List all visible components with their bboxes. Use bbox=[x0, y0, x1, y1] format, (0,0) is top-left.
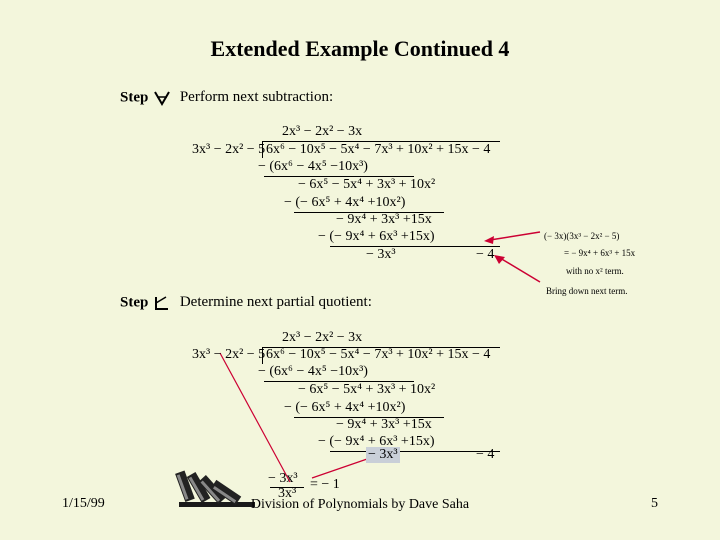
division-bracket-1 bbox=[262, 141, 263, 158]
step-a: Step Perform next subtraction: bbox=[120, 89, 333, 107]
sub-line-1d: − 9x⁴ + 3x³ +15x bbox=[336, 212, 432, 227]
footer-title: Division of Polynomials by Dave Saha bbox=[250, 497, 470, 512]
dominoes-logo-icon bbox=[175, 470, 255, 507]
step-marker-icon bbox=[154, 91, 170, 106]
dividend-2: 6x⁶ − 10x⁵ − 5x⁴ − 7x³ + 10x² + 15x − 4 bbox=[266, 347, 491, 362]
rule-2a bbox=[264, 381, 414, 382]
remainder-2a: − 3x³ bbox=[366, 447, 400, 463]
step-a-text: Perform next subtraction: bbox=[179, 89, 334, 106]
sub-line-1e: − (− 9x⁴ + 6x³ +15x) bbox=[318, 229, 435, 244]
rule-1b bbox=[294, 212, 444, 213]
rule-1a bbox=[264, 176, 414, 177]
rule-2c bbox=[330, 451, 500, 452]
sub-line-2d: − 9x⁴ + 3x³ +15x bbox=[336, 417, 432, 432]
step-marker-icon bbox=[155, 296, 169, 310]
sub-line-2a: − (6x⁶ − 4x⁵ −10x³) bbox=[258, 364, 368, 379]
rule-2b bbox=[294, 417, 444, 418]
footer-date: 1/15/99 bbox=[62, 496, 105, 511]
division-bar-2 bbox=[262, 347, 500, 348]
step-b: Step Determine next partial quotient: bbox=[120, 294, 372, 312]
step-a-label: Step bbox=[120, 89, 149, 106]
fraction-numerator: − 3x³ bbox=[268, 471, 298, 486]
page-number: 5 bbox=[651, 496, 658, 511]
slide-title: Extended Example Continued 4 bbox=[210, 36, 510, 61]
fraction-denominator: 3x³ bbox=[278, 486, 297, 501]
sub-line-1b: − 6x⁵ − 5x⁴ + 3x³ + 10x² bbox=[298, 177, 436, 192]
annotation-line-4: Bring down next term. bbox=[546, 286, 628, 296]
remainder-2b: − 4 bbox=[476, 447, 495, 462]
divisor-2: 3x³ − 2x² − 5 bbox=[192, 347, 266, 362]
annotation-line-2: = − 9x⁴ + 6x³ + 15x bbox=[564, 248, 636, 258]
divisor-1: 3x³ − 2x² − 5 bbox=[192, 142, 266, 157]
annotation-line-1: (− 3x)(3x³ − 2x² − 5) bbox=[544, 231, 620, 241]
dividend-1: 6x⁶ − 10x⁵ − 5x⁴ − 7x³ + 10x² + 15x − 4 bbox=[266, 142, 491, 157]
fraction-bar bbox=[270, 487, 304, 488]
remainder-1b: − 4 bbox=[476, 247, 495, 262]
sub-line-2c: − (− 6x⁵ + 4x⁴ +10x²) bbox=[284, 400, 406, 415]
sub-line-1c: − (− 6x⁵ + 4x⁴ +10x²) bbox=[284, 195, 406, 210]
step-b-text: Determine next partial quotient: bbox=[179, 294, 372, 311]
rule-1c bbox=[330, 246, 500, 247]
division-bar-1 bbox=[262, 141, 500, 142]
division-bracket-2 bbox=[262, 347, 263, 364]
remainder-1a: − 3x³ bbox=[366, 247, 396, 262]
sub-line-2b: − 6x⁵ − 5x⁴ + 3x³ + 10x² bbox=[298, 382, 436, 397]
quotient-2: 2x³ − 2x² − 3x bbox=[282, 330, 363, 345]
step-b-label: Step bbox=[120, 294, 149, 311]
sub-line-2e: − (− 9x⁴ + 6x³ +15x) bbox=[318, 434, 435, 449]
fraction-result: = − 1 bbox=[310, 477, 340, 492]
annotation-line-3: with no x² term. bbox=[566, 266, 624, 276]
quotient-1: 2x³ − 2x² − 3x bbox=[282, 124, 363, 139]
sub-line-1a: − (6x⁶ − 4x⁵ −10x³) bbox=[258, 159, 368, 174]
